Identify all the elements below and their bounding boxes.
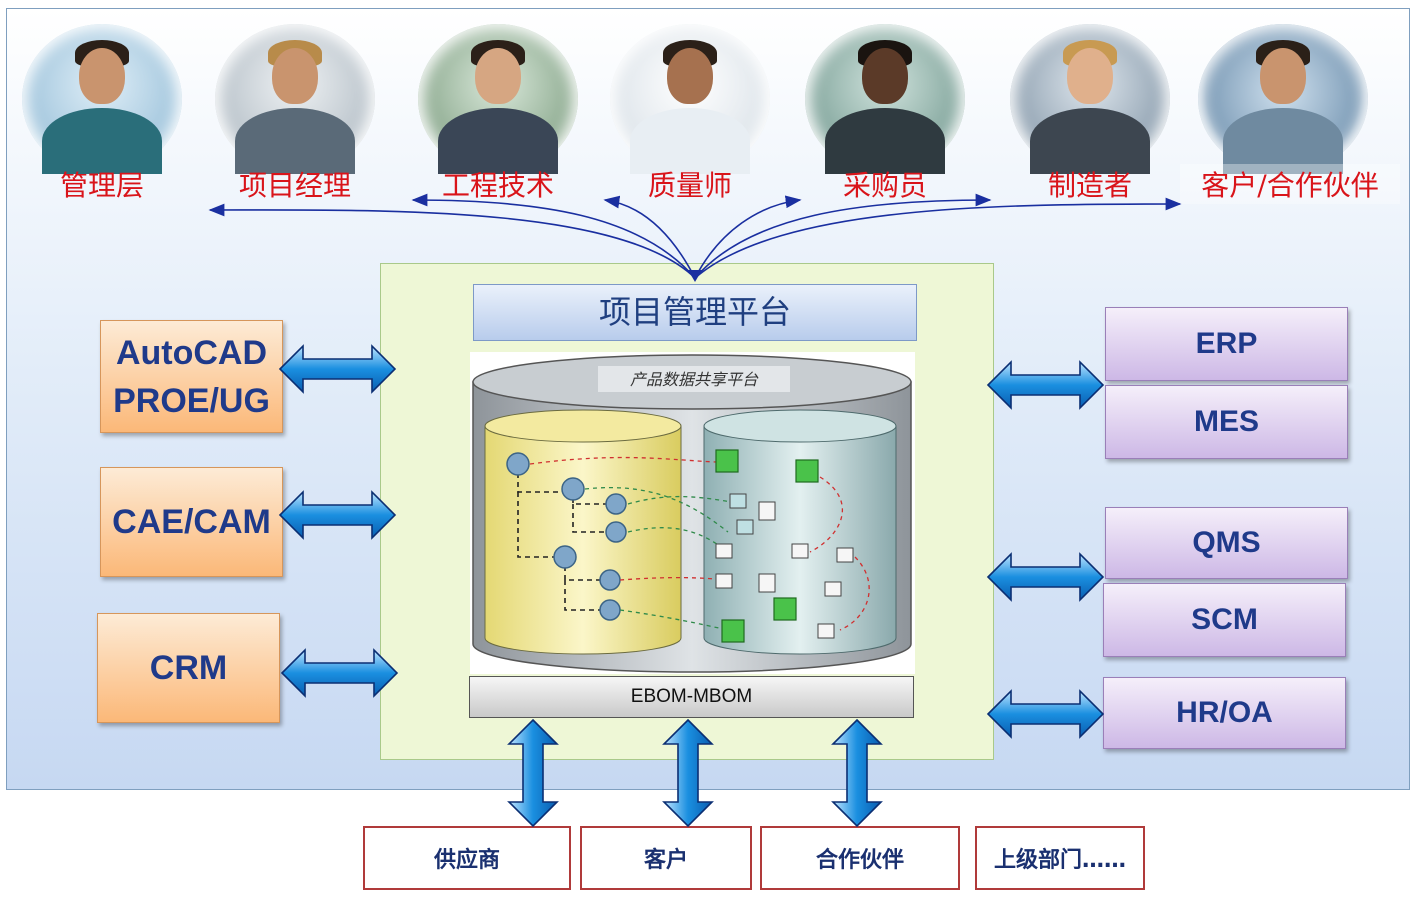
connector-manager bbox=[208, 203, 696, 279]
engineer-photo-icon bbox=[418, 24, 578, 174]
manager-photo-icon bbox=[22, 24, 182, 174]
role-project-manager: 项目经理 bbox=[205, 14, 385, 214]
platform-title: 项目管理平台 bbox=[473, 284, 917, 341]
connector-engineer bbox=[603, 195, 696, 279]
external-superior-dept: 上级部门…… bbox=[975, 826, 1145, 890]
system-scm: SCM bbox=[1103, 583, 1346, 657]
double-arrow-hr-oa bbox=[986, 689, 1105, 739]
double-arrow-erp-mes bbox=[986, 360, 1105, 410]
role-label: 工程技术 bbox=[441, 169, 554, 202]
double-arrow-qms-scm bbox=[986, 552, 1105, 602]
connector-manufacturer bbox=[694, 197, 1182, 279]
system-hr-oa: HR/OA bbox=[1103, 677, 1346, 749]
role-manufacturer: 制造者 bbox=[1000, 14, 1180, 214]
role-label: 管理层 bbox=[59, 169, 144, 202]
manufacturer-photo-icon bbox=[1010, 24, 1170, 174]
external-supplier: 供应商 bbox=[363, 826, 571, 890]
project-manager-photo-icon bbox=[215, 24, 375, 174]
double-arrow-partner bbox=[831, 718, 883, 828]
purchaser-photo-icon bbox=[805, 24, 965, 174]
role-customer-partner: 客户/合作伙伴 bbox=[1180, 14, 1410, 214]
connector-purchaser bbox=[694, 193, 992, 279]
role-quality: 质量师 bbox=[600, 14, 780, 214]
database-cylinder-icon: 产品数据共享平台 bbox=[472, 354, 912, 673]
role-manager: 管理层 bbox=[12, 14, 192, 214]
role-label: 制造者 bbox=[1047, 169, 1132, 202]
system-erp: ERP bbox=[1105, 307, 1348, 381]
role-engineer: 工程技术 bbox=[408, 14, 588, 214]
system-mes: MES bbox=[1105, 385, 1348, 459]
double-arrow-customer bbox=[662, 718, 714, 828]
system-cad: AutoCAD PROE/UG bbox=[100, 320, 283, 433]
connector-quality bbox=[694, 195, 802, 279]
system-qms: QMS bbox=[1105, 507, 1348, 579]
double-arrow-supplier bbox=[507, 718, 559, 828]
external-customer: 客户 bbox=[580, 826, 752, 890]
system-crm: CRM bbox=[97, 613, 280, 723]
double-arrow-cad bbox=[278, 344, 397, 394]
double-arrow-crm bbox=[280, 648, 399, 698]
customer-partner-photo-icon bbox=[1198, 24, 1368, 174]
double-arrow-cae-cam bbox=[278, 490, 397, 540]
role-label: 客户/合作伙伴 bbox=[1180, 164, 1400, 204]
role-label: 项目经理 bbox=[238, 169, 351, 202]
role-purchaser: 采购员 bbox=[795, 14, 975, 214]
connector-project-manager bbox=[411, 193, 696, 279]
system-cae-cam: CAE/CAM bbox=[100, 467, 283, 577]
quality-engineer-photo-icon bbox=[610, 24, 770, 174]
external-partner: 合作伙伴 bbox=[760, 826, 960, 890]
role-label: 质量师 bbox=[647, 169, 732, 202]
data-sharing-platform: 产品数据共享平台 bbox=[470, 352, 915, 674]
db-title: 产品数据共享平台 bbox=[630, 370, 759, 389]
role-label: 采购员 bbox=[842, 169, 927, 202]
ebom-mbom-bar: EBOM-MBOM bbox=[469, 676, 914, 718]
